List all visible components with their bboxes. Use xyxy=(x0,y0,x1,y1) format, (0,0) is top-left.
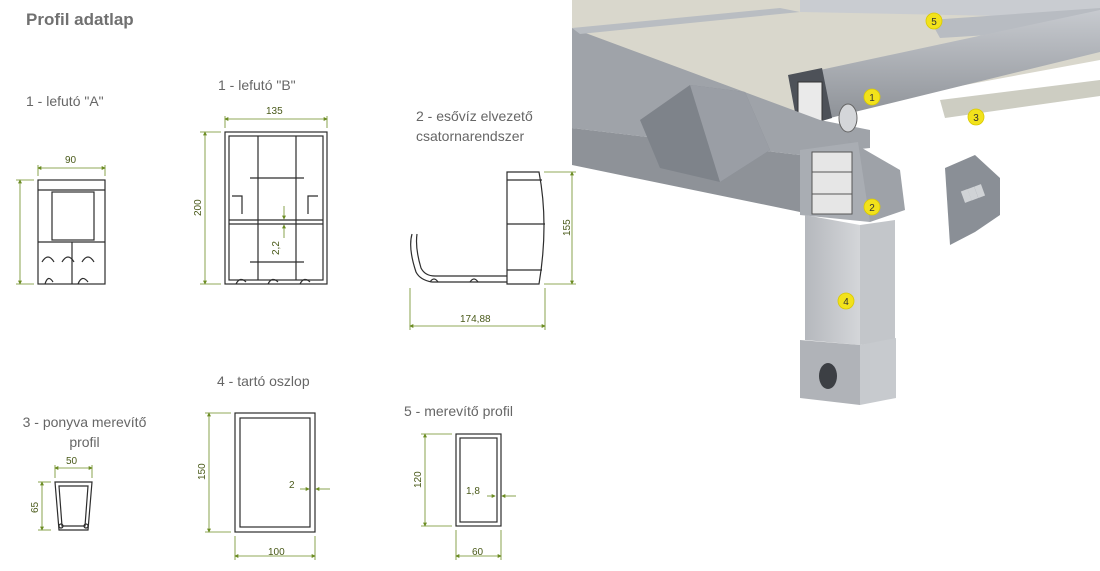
profile-3-outline xyxy=(54,481,93,531)
marker-4: 4 xyxy=(837,292,855,310)
marker-5-label: 5 xyxy=(931,17,937,28)
profile-1a-label: 1 - lefutó "A" xyxy=(26,93,104,109)
profile-2-label: 2 - esővíz elvezető csatornarendszer xyxy=(416,106,533,146)
profile-5-dimensions xyxy=(421,433,516,560)
profile-5-wall-dim: 1,8 xyxy=(466,486,480,497)
marker-3-label: 3 xyxy=(973,113,979,124)
profile-1a-width-dim: 90 xyxy=(65,155,77,166)
profile-5-label: 5 - merevítő profil xyxy=(404,403,513,419)
profile-3-height-dim: 65 xyxy=(30,501,41,513)
profile-1a-dimensions xyxy=(16,165,106,285)
product-photo: ███ xyxy=(572,0,1100,405)
profile-4-wall-dim: 2 xyxy=(289,480,295,491)
profile-3-label-line2: profil xyxy=(69,434,100,450)
marker-3: 3 xyxy=(967,108,985,126)
marker-5: 5 xyxy=(925,12,943,30)
profile-1b-width-dim: 135 xyxy=(266,106,283,117)
profile-5-width-dim: 60 xyxy=(472,547,484,558)
marker-4-label: 4 xyxy=(843,297,849,308)
profile-3-label: 3 - ponyva merevítő profil xyxy=(12,412,157,452)
profile-3-width-dim: 50 xyxy=(66,456,78,467)
profile-4-outline xyxy=(234,412,316,533)
profile-5-drawing xyxy=(455,433,502,527)
top-beam xyxy=(820,10,1100,118)
profile-1b-wall-dim: 2,2 xyxy=(271,241,282,255)
photo-markers: 1 2 3 4 5 xyxy=(837,12,985,310)
side-plate xyxy=(945,155,1000,245)
profile-1a-drawing xyxy=(37,179,106,285)
profile-2-label-line2: csatornarendszer xyxy=(416,128,525,144)
profile-4-height-dim: 150 xyxy=(197,463,208,480)
profile-2-outline xyxy=(506,171,545,285)
marker-2-label: 2 xyxy=(869,203,875,214)
profile-1b-dimensions xyxy=(200,116,328,285)
profile-1b-height-dim: 200 xyxy=(193,199,204,216)
profile-3-label-line1: 3 - ponyva merevítő xyxy=(22,414,147,430)
profile-2-width-dim: 174,88 xyxy=(460,314,491,325)
profile-2-dimensions xyxy=(409,171,576,330)
profile-4-label: 4 - tartó oszlop xyxy=(217,373,310,389)
profile-5-outline xyxy=(455,433,502,527)
profile-1b-label: 1 - lefutó "B" xyxy=(218,77,296,93)
profile-5-height-dim: 120 xyxy=(413,471,424,488)
profile-2-label-line1: 2 - esővíz elvezető xyxy=(416,108,533,124)
marker-2: 2 xyxy=(863,198,881,216)
marker-1: 1 xyxy=(863,88,881,106)
page-title: Profil adatlap xyxy=(26,10,134,29)
profile-3-dimensions xyxy=(38,465,93,531)
profile-4-drawing xyxy=(234,412,316,533)
profile-4-dimensions xyxy=(205,412,330,560)
support-post xyxy=(805,215,860,345)
profile-3-drawing xyxy=(54,481,93,531)
profile-1b-drawing xyxy=(224,131,328,285)
profile-2-height-dim: 155 xyxy=(562,219,573,236)
profile-4-width-dim: 100 xyxy=(268,547,285,558)
marker-1-label: 1 xyxy=(869,93,875,104)
profile-1b-outline xyxy=(224,131,328,285)
profile-2-drawing xyxy=(410,171,545,285)
